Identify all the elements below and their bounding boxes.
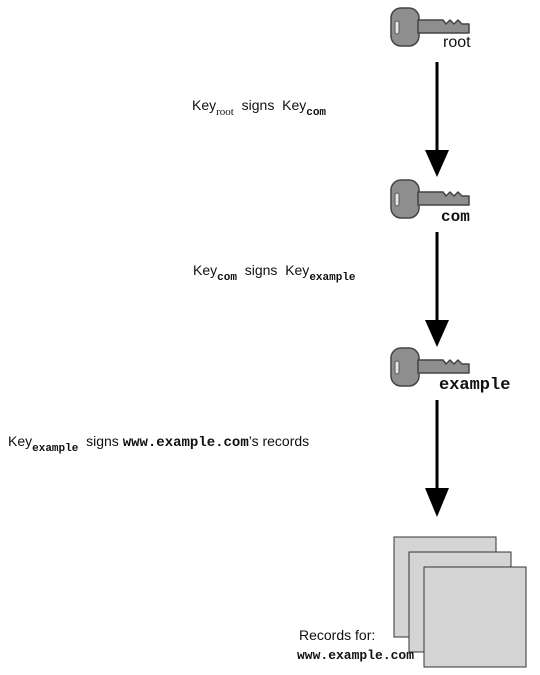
- target-domain: www.example.com: [122, 435, 249, 451]
- com-key-label: com: [441, 208, 470, 226]
- caption-key-word: Key: [192, 97, 217, 113]
- signer-name: root: [216, 106, 234, 118]
- caption-suffix: ’s records: [248, 433, 310, 449]
- caption-key-word: Key: [193, 262, 218, 278]
- target-name: example: [309, 272, 356, 284]
- records-domain-label: www.example.com: [297, 648, 415, 663]
- signer-name: example: [32, 443, 79, 455]
- root-key-label: root: [443, 34, 471, 51]
- root-signs-com-caption: Keyroot signs Keycom: [192, 97, 326, 119]
- signer-name: com: [217, 272, 237, 284]
- arrow-root-to-com: [425, 62, 449, 177]
- com-signs-example-caption: Keycom signs Keyexample: [193, 262, 356, 284]
- caption-key-word: Key: [8, 433, 33, 449]
- caption-key-word: Key: [282, 97, 307, 113]
- example-key-label: example: [439, 376, 511, 395]
- caption-verb: signs: [86, 433, 119, 449]
- arrow-example-to-records: [425, 400, 449, 517]
- arrow-com-to-example: [425, 232, 449, 347]
- caption-verb: signs: [244, 262, 278, 278]
- records-caption-label: Records for:: [297, 627, 378, 643]
- example-signs-records-caption: Keyexample signs www.example.com’s recor…: [8, 433, 310, 455]
- caption-verb: signs: [241, 97, 275, 113]
- caption-key-word: Key: [285, 262, 310, 278]
- target-name: com: [306, 107, 327, 119]
- records-stack-icon: [393, 536, 527, 668]
